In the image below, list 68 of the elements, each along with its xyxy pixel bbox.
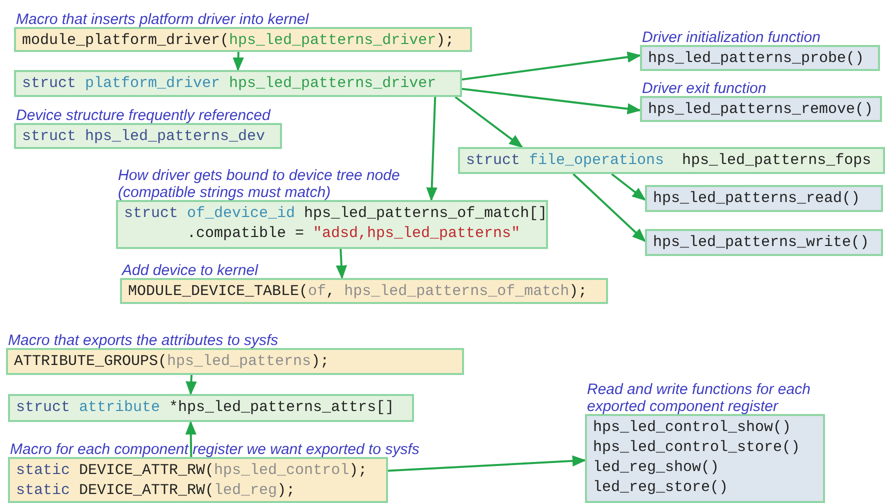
code-token: hps_led_patterns_driver	[229, 32, 436, 49]
code-token: .compatible =	[187, 225, 304, 242]
code-token: hps_led_patterns_remove()	[648, 101, 874, 118]
code-token: platform_driver	[85, 75, 220, 92]
code-token: ATTRIBUTE_GROUPS(	[14, 353, 168, 370]
code-token: file_operations	[529, 152, 664, 169]
code-token: *hps_led_patterns_attrs[]	[169, 399, 394, 416]
annotation-caption: Driver exit function	[642, 80, 768, 97]
code-token: );	[277, 482, 296, 499]
code-box	[458, 147, 885, 174]
code-token: hps_led_control_show()	[593, 419, 792, 436]
code-token: hps_led_patterns_write()	[653, 234, 870, 251]
code-box	[645, 185, 883, 212]
code-token: struct	[22, 128, 76, 145]
annotation-caption: Macro that inserts platform driver into kernel	[16, 11, 310, 28]
code-token: hps_led_patterns	[167, 353, 312, 370]
annotation-caption: Add device to kernel	[122, 262, 260, 279]
code-token: hps_led_patterns_driver	[229, 75, 436, 92]
code-token: attribute	[79, 399, 160, 416]
code-token: hps_led_patterns_dev	[85, 128, 266, 145]
arrow	[611, 173, 646, 201]
code-token: static	[16, 462, 70, 479]
code-token: );	[349, 462, 368, 479]
code-token: hps_led_control	[214, 462, 350, 479]
code-token: of_device_id	[187, 205, 296, 222]
code-token: hps_led_control_store()	[593, 439, 800, 456]
code-token: static	[16, 482, 70, 499]
code-token: struct	[124, 205, 178, 222]
code-token: struct	[22, 75, 76, 92]
code-token: led_reg_store()	[593, 479, 728, 496]
code-token: hps_led_patterns_read()	[653, 190, 860, 207]
code-token: MODULE_DEVICE_TABLE(	[128, 283, 308, 300]
code-box	[8, 394, 414, 422]
code-token: module_platform_driver(	[22, 32, 230, 49]
code-token: DEVICE_ATTR_RW(	[79, 462, 214, 479]
code-token: led_reg	[214, 482, 278, 499]
code-token: of	[308, 283, 326, 300]
annotation-caption: Macro that exports the attributes to sysfs	[8, 332, 280, 349]
code-token: );	[436, 32, 454, 49]
annotation-caption: Read and write functions for each exported component register	[587, 381, 812, 415]
code-token: );	[569, 283, 588, 300]
annotation-caption: Macro for each component register we want exported to sysfs	[10, 441, 420, 458]
code-box	[14, 70, 462, 97]
arrow	[462, 52, 642, 80]
code-token: hps_led_patterns_of_match	[344, 283, 570, 300]
annotation-caption: Driver initialization function	[642, 29, 822, 46]
annotation-caption: Device structure frequently referenced	[16, 107, 272, 124]
code-box	[645, 229, 883, 256]
annotation-caption: How driver gets bound to device tree node (compatible strings must match)	[118, 167, 401, 201]
arrow	[232, 52, 244, 72]
code-token: DEVICE_ATTR_RW(	[79, 482, 214, 499]
code-token: "adsd,hps_led_patterns"	[313, 225, 520, 242]
arrow	[336, 248, 348, 280]
code-token: struct	[16, 399, 70, 416]
code-token: );	[311, 353, 330, 370]
arrow	[185, 420, 196, 458]
code-token: led_reg_show()	[593, 459, 720, 476]
code-token: struct	[466, 152, 520, 169]
arrow	[388, 455, 586, 472]
arrow	[186, 374, 197, 396]
arrow	[426, 96, 438, 202]
arrow	[454, 96, 524, 148]
code-token: ,	[326, 283, 336, 300]
code-token: hps_led_patterns_fops	[682, 152, 872, 169]
code-token: hps_led_patterns_of_match[]	[304, 205, 548, 222]
arrow	[462, 88, 642, 114]
code-token: hps_led_patterns_probe()	[648, 50, 864, 67]
arrow	[572, 173, 646, 242]
